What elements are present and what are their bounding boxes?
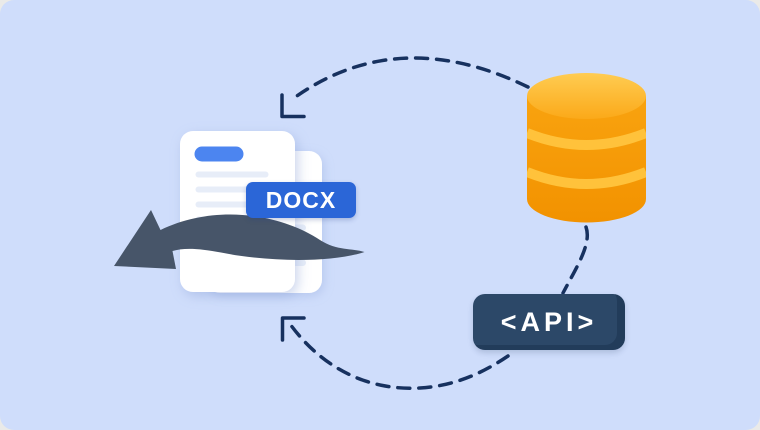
database-top (527, 73, 646, 119)
api-badge-label: <API> (500, 306, 598, 337)
docx-badge-label: DOCX (265, 186, 337, 213)
docx-badge: DOCX (246, 182, 356, 218)
database-bands (527, 128, 646, 189)
text-line (195, 171, 269, 178)
database-icon (527, 73, 646, 223)
dashed-connector-db-api (561, 225, 589, 295)
dashed-curve-top (292, 56, 530, 100)
api-badge: <API> (473, 294, 625, 350)
export-arrow-icon (114, 210, 365, 269)
database-body (527, 96, 646, 223)
dashed-flow-arrow-bottom (280, 316, 510, 390)
dashed-flow-arrow-top (280, 56, 530, 119)
arrowhead-top-icon (280, 93, 306, 119)
document-title-bar (194, 146, 244, 162)
dashed-curve-bottom (288, 322, 510, 390)
database-band-1 (527, 128, 646, 150)
database-band-2 (527, 167, 646, 189)
arrowhead-bottom-icon (280, 316, 306, 342)
